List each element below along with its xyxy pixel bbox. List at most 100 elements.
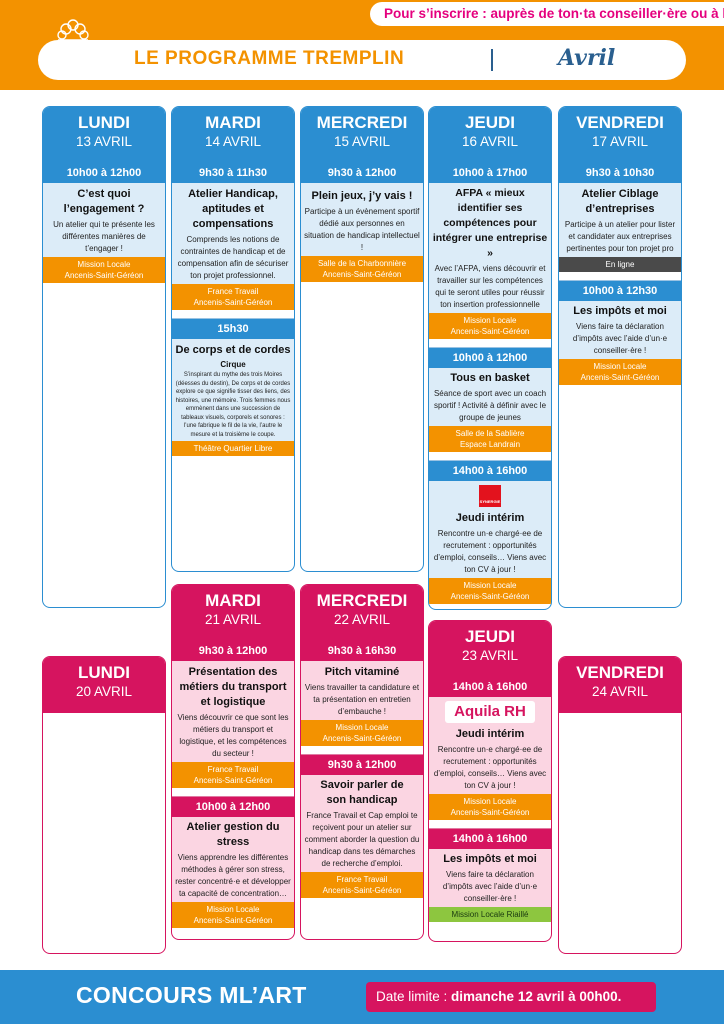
day-header: VENDREDI 24 AVRIL — [559, 657, 681, 713]
day-date: 20 AVRIL — [75, 684, 133, 699]
event-time: 15h30 — [172, 319, 294, 339]
day-date: 14 AVRIL — [204, 134, 262, 149]
day-column-lundi-13: LUNDI 13 AVRIL 10h00 à 12h00 C’est quoi … — [42, 106, 166, 608]
aquila-rh-logo: Aquila RH — [445, 701, 535, 723]
month-label: Avril — [558, 45, 616, 71]
flower-logo-icon — [57, 19, 89, 41]
event-card: 9h30 à 16h30 Pitch vitaminé Viens travai… — [301, 641, 423, 746]
day-name: JEUDI — [464, 627, 516, 646]
day-date: 22 AVRIL — [333, 612, 391, 627]
day-date: 21 AVRIL — [204, 612, 262, 627]
event-location: Mission Locale Riaillé — [429, 907, 551, 922]
event-description: Viens travailler ta candidature et ta pr… — [304, 683, 420, 716]
event-location: Salle de la Charbonnière Ancenis-Saint-G… — [301, 256, 423, 282]
day-name: VENDREDI — [576, 113, 664, 132]
event-description: Viens faire ta déclaration d’impôts avec… — [572, 322, 668, 355]
event-title: AFPA « mieux identifier ses compétences … — [432, 187, 548, 259]
registration-note: Pour s’inscrire : auprès de ton·ta conse… — [370, 2, 724, 26]
event-description: Un atelier qui te présente les différent… — [53, 220, 155, 253]
event-title: Les impôts et moi — [443, 853, 537, 865]
title-divider — [491, 49, 493, 71]
day-header: MARDI 21 AVRIL — [172, 585, 294, 641]
event-location: Théâtre Quartier Libre — [172, 441, 294, 456]
event-description: Séance de sport avec un coach sportif ! … — [433, 389, 547, 422]
event-description: Participe à un atelier pour lister et ca… — [564, 220, 676, 253]
synergie-logo: SYNERGIE — [479, 485, 501, 507]
day-header: VENDREDI 17 AVRIL — [559, 107, 681, 163]
event-location: Mission Locale Ancenis-Saint-Géréon — [429, 794, 551, 820]
event-location: En ligne — [559, 257, 681, 272]
title-bar: LE PROGRAMME TREMPLIN Avril — [38, 40, 686, 80]
event-description: Rencontre un·e chargé·ee de recrutement … — [433, 745, 547, 790]
event-card: 10h00 à 12h30 Les impôts et moi Viens fa… — [559, 280, 681, 385]
day-header: MERCREDI 15 AVRIL — [301, 107, 423, 163]
event-card: 15h30 De corps et de cordes Cirque S’ins… — [172, 318, 294, 456]
event-card: 10h00 à 17h00 AFPA « mieux identifier se… — [429, 163, 551, 339]
event-time: 9h30 à 10h30 — [559, 163, 681, 183]
event-location: Mission Locale Ancenis-Saint-Géréon — [301, 720, 423, 746]
day-column-mercredi-22: MERCREDI 22 AVRIL 9h30 à 16h30 Pitch vit… — [300, 584, 424, 940]
day-date: 24 AVRIL — [591, 684, 649, 699]
program-title: LE PROGRAMME TREMPLIN — [134, 48, 405, 69]
event-title: Atelier gestion du stress — [186, 821, 280, 848]
event-description: Avec l’AFPA, viens découvrir et travaill… — [434, 264, 546, 309]
day-header: JEUDI 23 AVRIL — [429, 621, 551, 677]
day-header: LUNDI 20 AVRIL — [43, 657, 165, 713]
day-name: VENDREDI — [576, 663, 664, 682]
event-time: 10h00 à 17h00 — [429, 163, 551, 183]
event-location: Mission Locale Ancenis-Saint-Géréon — [172, 902, 294, 928]
event-card: 10h00 à 12h00 Tous en basket Séance de s… — [429, 347, 551, 452]
event-card: 9h30 à 12h00 Plein jeux, j’y vais ! Part… — [301, 163, 423, 282]
event-location: Mission Locale Ancenis-Saint-Géréon — [559, 359, 681, 385]
event-description: Viens faire ta déclaration d’impôts avec… — [442, 870, 538, 903]
event-time: 9h30 à 12h00 — [301, 163, 423, 183]
event-title: Les impôts et moi — [573, 305, 667, 317]
event-time: 9h30 à 12h00 — [172, 641, 294, 661]
event-location: France Travail Ancenis-Saint-Géréon — [172, 284, 294, 310]
event-location: Salle de la Sablière Espace Landrain — [429, 426, 551, 452]
event-time: 10h00 à 12h00 — [43, 163, 165, 183]
event-time: 10h00 à 12h00 — [429, 348, 551, 368]
event-time: 10h00 à 12h30 — [559, 281, 681, 301]
day-name: MARDI — [205, 591, 261, 610]
event-location: Mission Locale Ancenis-Saint-Géréon — [429, 578, 551, 604]
event-time: 14h00 à 16h00 — [429, 829, 551, 849]
day-name: MERCREDI — [316, 591, 408, 610]
event-location: France Travail Ancenis-Saint-Géréon — [172, 762, 294, 788]
event-location: Mission Locale Ancenis-Saint-Géréon — [43, 257, 165, 283]
event-time: 14h00 à 16h00 — [429, 677, 551, 697]
day-header: LUNDI 13 AVRIL — [43, 107, 165, 163]
event-card: 9h30 à 12h00 Présentation des métiers du… — [172, 641, 294, 788]
event-card: 14h00 à 16h00 Les impôts et moi Viens fa… — [429, 828, 551, 922]
event-card: 10h00 à 12h00 C’est quoi l’engagement ? … — [43, 163, 165, 283]
day-name: LUNDI — [78, 113, 130, 132]
event-card: 10h00 à 12h00 Atelier gestion du stress … — [172, 796, 294, 928]
event-title: Tous en basket — [450, 372, 530, 384]
event-title: C’est quoi l’engagement ? — [63, 188, 145, 215]
day-name: JEUDI — [464, 113, 516, 132]
day-column-mardi-14: MARDI 14 AVRIL 9h30 à 11h30 Atelier Hand… — [171, 106, 295, 572]
day-date: 23 AVRIL — [461, 648, 519, 663]
day-column-vendredi-24: VENDREDI 24 AVRIL — [558, 656, 682, 954]
day-date: 13 AVRIL — [75, 134, 133, 149]
deadline-label: Date limite : — [376, 989, 448, 1004]
event-title: Jeudi intérim — [455, 512, 525, 524]
event-title: Jeudi intérim — [455, 728, 525, 740]
event-card: 9h30 à 10h30 Atelier Ciblage d’entrepris… — [559, 163, 681, 272]
day-date: 17 AVRIL — [591, 134, 649, 149]
day-date: 16 AVRIL — [461, 134, 519, 149]
event-description: Comprends les notions de contraintes de … — [177, 235, 289, 280]
event-location: Mission Locale Ancenis-Saint-Géréon — [429, 313, 551, 339]
footer-band: CONCOURS ML’ART Date limite : dimanche 1… — [0, 970, 724, 1024]
event-time: 14h00 à 16h00 — [429, 461, 551, 481]
event-description: France Travail et Cap emploi te reçoiven… — [304, 811, 420, 868]
event-title: Présentation des métiers du transport et… — [179, 666, 287, 708]
event-card: 9h30 à 12h00 Savoir parler de son handic… — [301, 754, 423, 898]
event-time: 9h30 à 16h30 — [301, 641, 423, 661]
event-subtitle: Cirque — [220, 360, 246, 369]
day-column-lundi-20: LUNDI 20 AVRIL — [42, 656, 166, 954]
event-card: 9h30 à 11h30 Atelier Handicap, aptitudes… — [172, 163, 294, 310]
event-card: 14h00 à 16h00 SYNERGIE Jeudi intérim Ren… — [429, 460, 551, 604]
event-description: S’inspirant du mythe des trois Moires (d… — [175, 372, 291, 438]
event-time: 9h30 à 11h30 — [172, 163, 294, 183]
